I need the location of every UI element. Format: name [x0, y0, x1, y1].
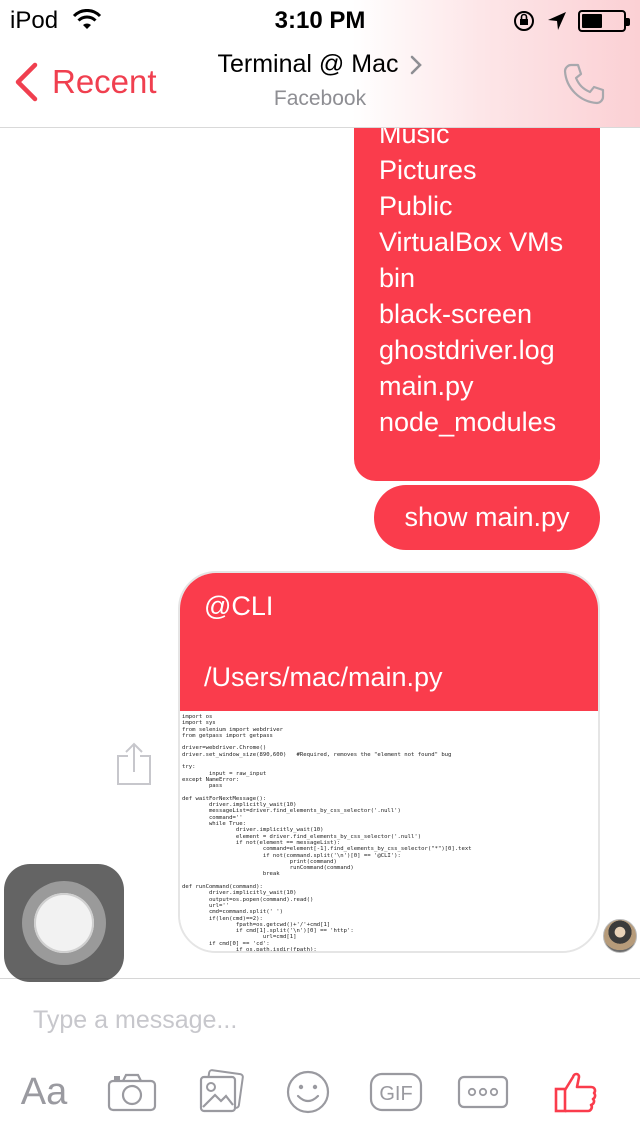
code-line: if(len(cmd)==2):	[182, 915, 263, 922]
file-list-item: bin	[379, 263, 416, 293]
code-line: try:	[182, 764, 196, 771]
device-name: iPod	[10, 7, 59, 34]
code-line: def waitForNextMessage():	[182, 795, 267, 802]
conversation-title[interactable]: Terminal @ Mac Facebook	[0, 50, 640, 111]
code-line: input = raw_input	[182, 770, 267, 777]
code-line: if cmd[0] == 'cd':	[182, 940, 270, 947]
code-line: if not(command.split('\n')[0] == '@CLI')…	[182, 852, 401, 859]
code-line: from selenium import webdriver	[182, 726, 284, 733]
code-line: messageList=driver.find_elements_by_css_…	[182, 808, 401, 815]
code-line: def runCommand(command):	[182, 884, 263, 891]
file-list-item: Pictures	[379, 155, 477, 185]
code-line: driver.implicitly_wait(10)	[182, 827, 324, 834]
more-button[interactable]	[456, 1062, 510, 1122]
camera-button[interactable]	[106, 1062, 158, 1122]
chevron-left-icon	[15, 62, 38, 102]
phone-call-icon[interactable]	[562, 62, 606, 106]
code-line: break	[182, 871, 280, 878]
code-line: driver=webdriver.Chrome()	[182, 745, 267, 752]
assistive-touch-button[interactable]	[4, 864, 124, 982]
code-line: fpath=os.getcwd()+'/'+cmd[1]	[182, 921, 331, 928]
code-line: import sys	[182, 720, 216, 727]
wifi-icon	[72, 9, 102, 29]
code-line: cmd=command.split(' ')	[182, 909, 284, 916]
code-line: driver.implicitly_wait(10)	[182, 802, 297, 809]
code-line: print(command)	[182, 858, 337, 865]
contact-subtitle: Facebook	[273, 87, 367, 110]
camera-icon	[107, 1073, 157, 1112]
file-list-item: Public	[379, 191, 453, 221]
code-line: driver.set_window_size(890,600) #Require…	[182, 751, 452, 758]
battery-level	[582, 14, 602, 28]
status-right-cluster	[512, 9, 630, 33]
gallery-icon	[199, 1069, 244, 1113]
photos-button[interactable]	[196, 1062, 246, 1122]
code-line: command=element[-1].find_elements_by_css…	[182, 846, 472, 853]
text-format-button[interactable]: Aa	[16, 1062, 72, 1122]
contact-name: Terminal @ Mac	[217, 50, 399, 78]
share-icon[interactable]	[114, 742, 154, 786]
code-line: driver.implicitly_wait(10)	[182, 890, 297, 897]
message-bubble-file-list[interactable]: MoviesMusicPicturesPublicVirtualBox VMsb…	[354, 90, 600, 481]
reply-mention: @CLI	[204, 591, 274, 621]
file-list-item: main.py	[379, 371, 474, 401]
assistive-touch-icon	[22, 881, 106, 965]
command-text: show main.py	[404, 502, 570, 532]
composer-divider	[0, 978, 640, 979]
code-line: url=''	[182, 902, 230, 909]
code-line: url=cmd[1]	[182, 934, 297, 941]
smiley-icon	[286, 1070, 330, 1114]
code-line: element = driver.find_elements_by_css_se…	[182, 833, 422, 840]
code-line: while True:	[182, 821, 246, 828]
text-format-icon: Aa	[20, 1070, 68, 1113]
status-time: 3:10 PM	[274, 7, 366, 34]
code-line: if cmd[1].split('\n')[0] == 'http':	[182, 928, 354, 935]
conversation-header: Recent Terminal @ Mac Facebook	[0, 40, 640, 128]
gif-icon: GIF	[369, 1072, 423, 1112]
like-button[interactable]	[552, 1062, 600, 1122]
chevron-right-icon	[411, 55, 423, 74]
code-line: pass	[182, 783, 223, 790]
code-line: output=os.popen(command).read()	[182, 896, 314, 903]
code-line: runCommand(command)	[182, 865, 354, 872]
gif-button[interactable]: GIF	[368, 1062, 424, 1122]
code-line: except NameError:	[182, 776, 240, 783]
message-input[interactable]	[33, 998, 593, 1042]
file-reply-header: @CLI /Users/mac/main.py	[180, 573, 598, 711]
gif-label: GIF	[379, 1083, 412, 1105]
code-line: import os	[182, 714, 213, 720]
sticker-button[interactable]	[284, 1062, 332, 1122]
rotation-lock-icon	[514, 11, 534, 31]
file-list-item: node_modules	[379, 407, 557, 437]
file-list-item: black-screen	[379, 299, 533, 329]
message-bubble-command[interactable]: show main.py	[374, 485, 600, 550]
code-line: if os.path.isdir(fpath):	[182, 946, 317, 953]
avatar	[603, 919, 637, 953]
composer-toolbar: Aa GIF	[0, 1062, 640, 1122]
code-line: from getpass import getpass	[182, 732, 273, 739]
battery-icon	[578, 10, 630, 32]
location-arrow-icon	[548, 12, 566, 30]
more-icon	[457, 1075, 509, 1109]
code-line: if not(element == messageList):	[182, 839, 341, 846]
code-line: command=''	[182, 814, 243, 821]
back-label: Recent	[52, 63, 157, 100]
status-bar: iPod 3:10 PM	[0, 0, 640, 40]
file-list-item: VirtualBox VMs	[379, 227, 564, 257]
file-list-item: ghostdriver.log	[379, 335, 555, 365]
reply-file-path: /Users/mac/main.py	[204, 662, 443, 692]
back-button[interactable]: Recent	[14, 62, 157, 102]
thumbs-up-icon	[554, 1072, 597, 1113]
